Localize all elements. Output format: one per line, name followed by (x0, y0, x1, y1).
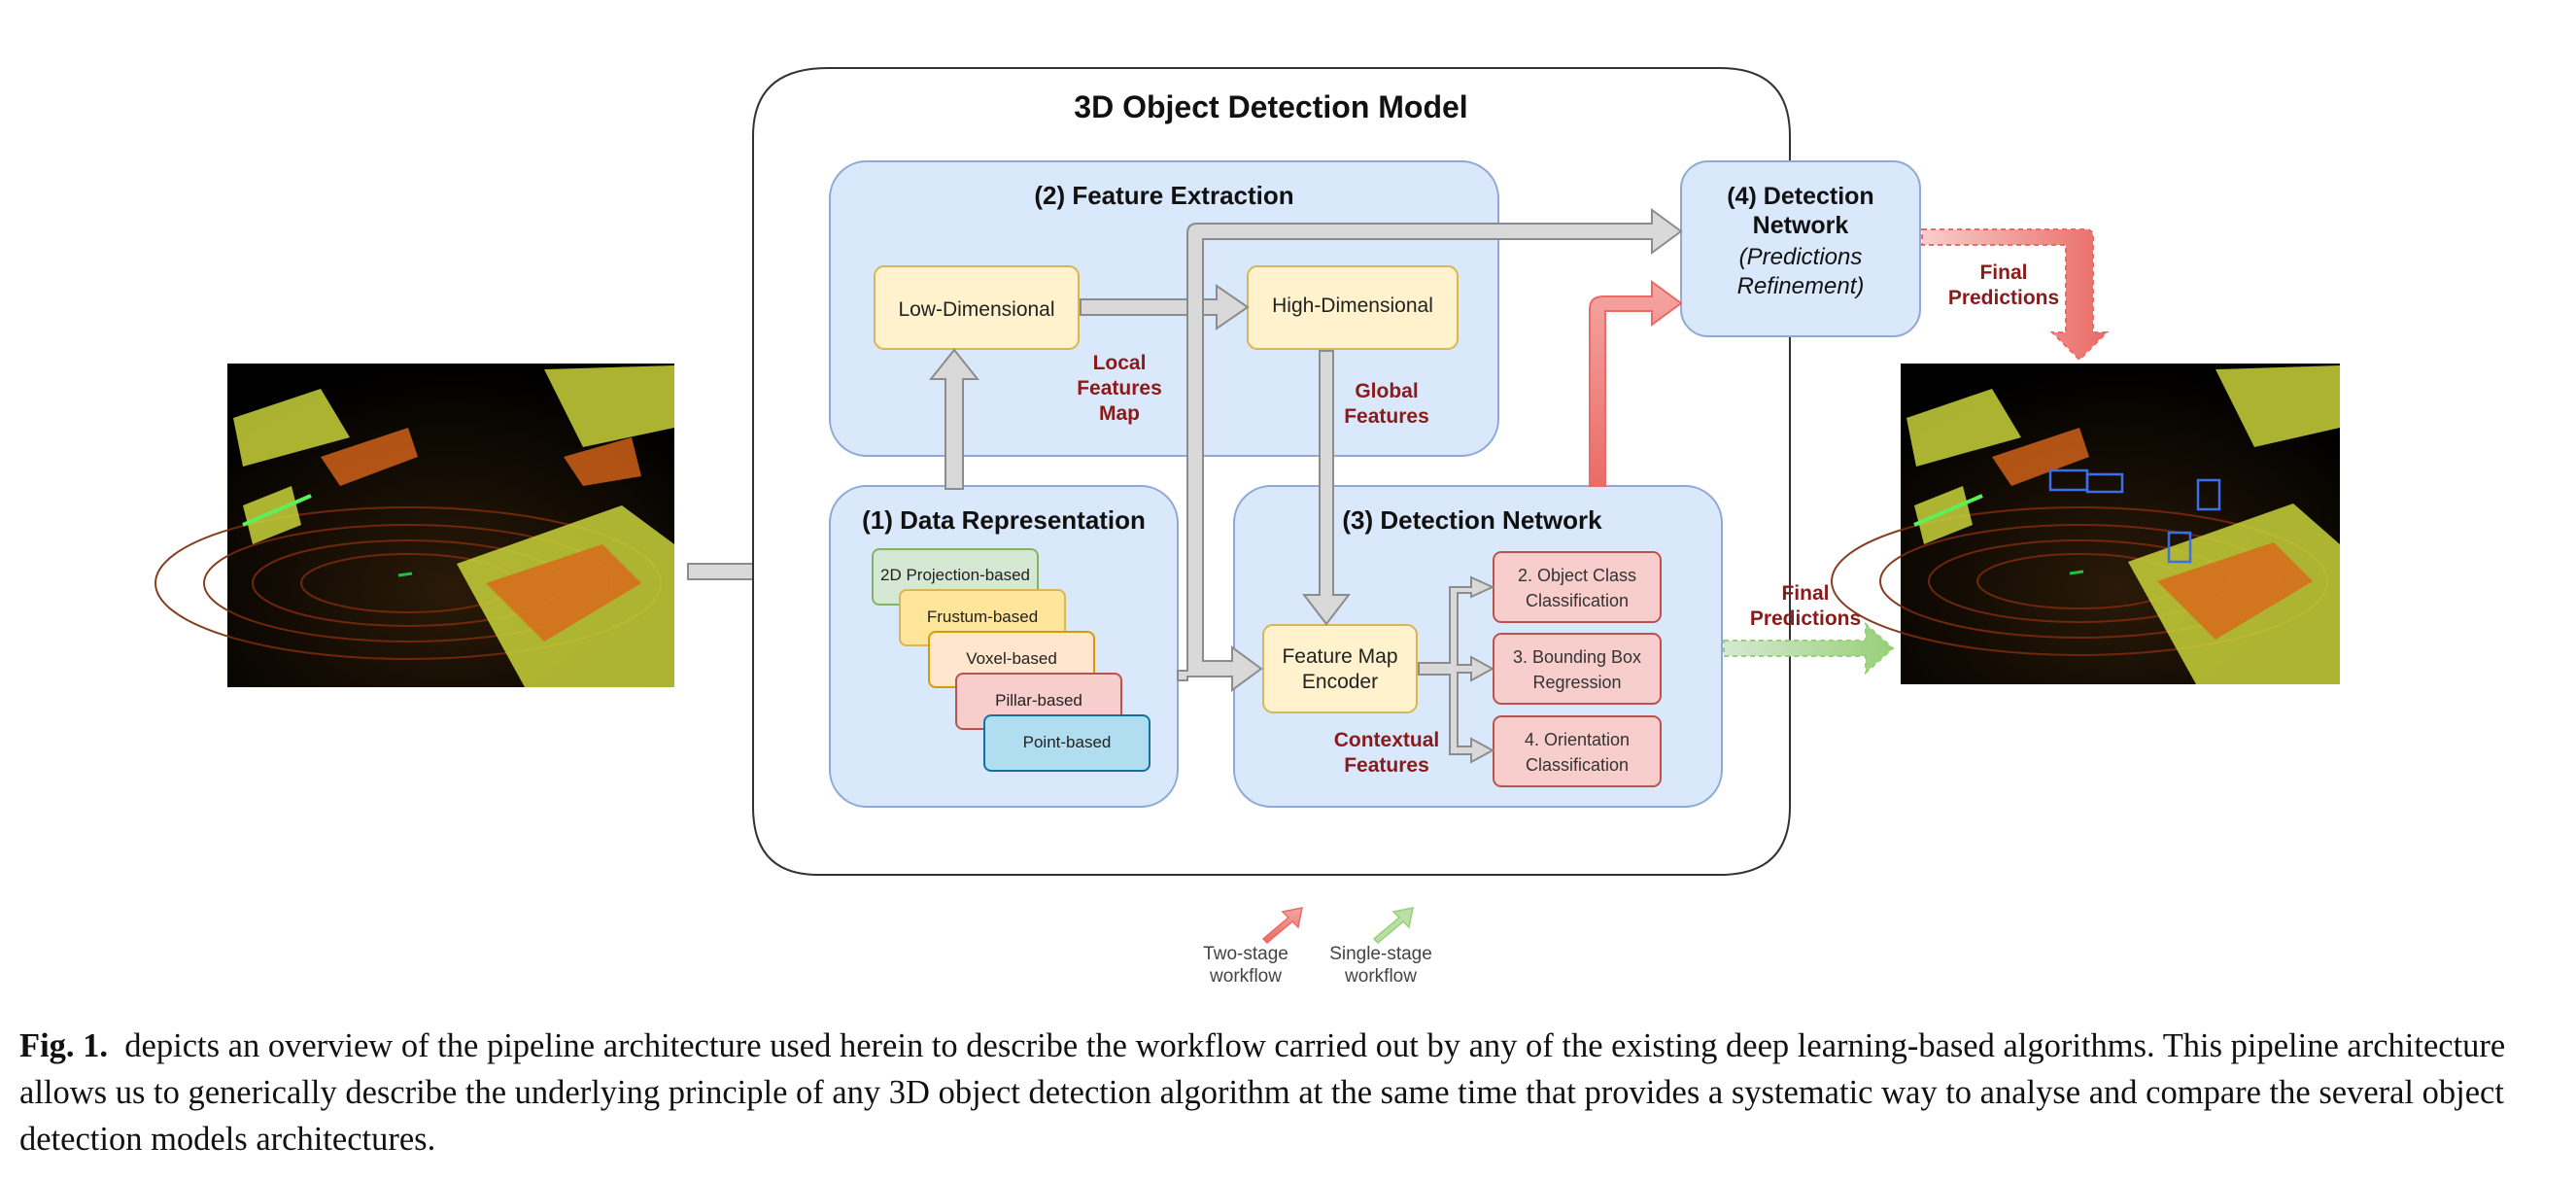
svg-text:Final: Final (1781, 582, 1829, 605)
legend-two-stage-icon (1261, 907, 1303, 945)
svg-text:(4) Detection: (4) Detection (1727, 183, 1873, 210)
figure-caption: Fig. 1. depicts an overview of the pipel… (19, 1023, 2556, 1163)
legend-single-stage-icon (1372, 907, 1414, 945)
svg-text:Regression: Regression (1532, 673, 1621, 692)
svg-text:Contextual: Contextual (1334, 729, 1440, 751)
refinement-network-title: (4) Detection Network (1727, 183, 1873, 239)
svg-text:3. Bounding Box: 3. Bounding Box (1513, 647, 1641, 667)
card-point (983, 714, 1151, 772)
final-predictions-top-label: Final Predictions (1948, 261, 2059, 309)
refinement-network-subtitle: (Predictions Refinement) (1737, 244, 1865, 299)
feature-map-encoder-box (1262, 624, 1418, 713)
svg-text:Network: Network (1753, 212, 1849, 239)
output-lidar-image (1831, 364, 2340, 684)
svg-text:Features: Features (1344, 754, 1429, 777)
model-title: 3D Object Detection Model (1074, 89, 1467, 124)
svg-text:2D Projection-based: 2D Projection-based (880, 566, 1030, 584)
contextual-features-label: Contextual Features (1334, 729, 1440, 777)
flow-arrows (928, 208, 1683, 764)
svg-text:Voxel-based: Voxel-based (966, 649, 1057, 668)
svg-text:Classification: Classification (1526, 591, 1629, 610)
svg-text:Two-stage: Two-stage (1203, 944, 1288, 964)
final-predictions-right-label: Final Predictions (1750, 582, 1861, 630)
legend-single-stage-label: Single-stage workflow (1329, 944, 1432, 987)
svg-text:Feature Map: Feature Map (1282, 645, 1397, 668)
svg-text:Single-stage: Single-stage (1329, 944, 1432, 964)
detection-network-title: (3) Detection Network (1342, 505, 1602, 535)
refinement-network-box (1680, 160, 1921, 337)
head-orientation (1493, 715, 1662, 787)
two-stage-arrow-final (1921, 228, 2110, 362)
svg-text:Encoder: Encoder (1302, 671, 1378, 693)
svg-text:(Predictions: (Predictions (1739, 244, 1863, 270)
legend-two-stage-label: Two-stage workflow (1203, 944, 1288, 987)
two-stage-arrow-up (1589, 280, 1683, 487)
local-features-label: Local Features Map (1077, 352, 1162, 425)
legend: Two-stage workflow Single-stage workflow (1203, 907, 1432, 987)
detection-heads: 2. Object Class Classification 3. Boundi… (1493, 551, 1662, 787)
svg-text:Frustum-based: Frustum-based (927, 607, 1038, 626)
svg-text:Features: Features (1344, 405, 1429, 428)
input-lidar-image (155, 364, 674, 687)
feature-extraction-title: (2) Feature Extraction (1034, 181, 1293, 210)
head-object-class (1493, 551, 1662, 623)
caption-label: Fig. 1. (19, 1027, 109, 1064)
svg-text:2. Object Class: 2. Object Class (1518, 566, 1636, 585)
svg-text:Predictions: Predictions (1750, 607, 1861, 630)
svg-text:workflow: workflow (1209, 966, 1282, 987)
feature-map-encoder-label: Feature Map Encoder (1282, 645, 1397, 693)
arrow-data-to-low (928, 348, 980, 490)
svg-text:Final: Final (1979, 261, 2027, 284)
high-dimensional-label: High-Dimensional (1272, 295, 1433, 317)
arrow-encoder-to-heads (1418, 575, 1495, 764)
svg-text:Global: Global (1355, 380, 1418, 402)
svg-text:Pillar-based: Pillar-based (995, 691, 1082, 710)
svg-text:Predictions: Predictions (1948, 287, 2059, 309)
svg-text:Local: Local (1093, 352, 1147, 374)
arrow-bypass (1177, 208, 1683, 692)
svg-text:Classification: Classification (1526, 755, 1629, 775)
arrow-high-to-encoder (1301, 350, 1352, 626)
arrow-low-to-high (1080, 284, 1250, 330)
low-dimensional-box (874, 265, 1080, 350)
svg-text:Point-based: Point-based (1023, 733, 1112, 751)
svg-text:4. Orientation: 4. Orientation (1525, 730, 1630, 749)
single-stage-arrow-final (1723, 621, 1895, 676)
head-bounding-box (1493, 633, 1662, 705)
caption-text: depicts an overview of the pipeline arch… (19, 1027, 2506, 1158)
svg-text:workflow: workflow (1344, 966, 1417, 987)
global-features-label: Global Features (1344, 380, 1429, 428)
svg-text:Features: Features (1077, 377, 1162, 399)
svg-text:Map: Map (1099, 402, 1140, 425)
svg-text:Refinement): Refinement) (1737, 273, 1865, 299)
representation-cards: 2D Projection-based Frustum-based Voxel-… (872, 548, 1151, 772)
low-dimensional-label: Low-Dimensional (898, 298, 1054, 321)
data-representation-title: (1) Data Representation (862, 505, 1146, 535)
